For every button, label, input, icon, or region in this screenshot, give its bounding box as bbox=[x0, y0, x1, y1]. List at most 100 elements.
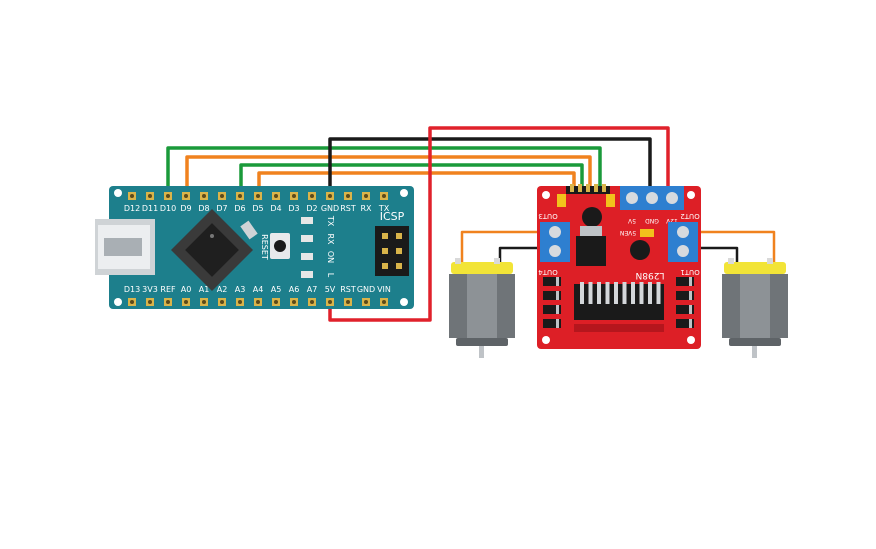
pin-hole bbox=[364, 194, 368, 198]
heatsink-fin bbox=[605, 282, 610, 304]
bottom-pin-label: 3V3 bbox=[142, 285, 158, 294]
pin-hole bbox=[130, 300, 134, 304]
status-leds bbox=[301, 217, 313, 278]
out1-label: OUT1 bbox=[680, 268, 699, 276]
pin-hole bbox=[166, 300, 170, 304]
mounting-hole bbox=[687, 336, 695, 344]
diode-band bbox=[556, 291, 559, 300]
bottom-pin-label: A6 bbox=[289, 285, 300, 294]
diode bbox=[543, 277, 561, 286]
pin-hole bbox=[202, 300, 206, 304]
wire-orange-d9-in bbox=[185, 155, 592, 196]
screw-terminal-icon bbox=[646, 192, 658, 204]
5v-enable-label: 5VEN bbox=[620, 229, 636, 236]
icsp-pin bbox=[382, 263, 388, 269]
heatsink-fin bbox=[656, 282, 661, 304]
l298n-chip bbox=[574, 282, 664, 320]
top-pin-label: D3 bbox=[288, 204, 299, 213]
screw-terminal-icon bbox=[626, 192, 638, 204]
led-tx bbox=[301, 217, 313, 224]
out2-label: OUT2 bbox=[680, 212, 699, 220]
pin-hole bbox=[220, 300, 224, 304]
pin-hole bbox=[274, 300, 278, 304]
pin-hole bbox=[184, 300, 188, 304]
ena-jumper[interactable] bbox=[557, 194, 566, 207]
top-pin-label: D2 bbox=[306, 204, 317, 213]
pin-hole bbox=[310, 300, 314, 304]
wire-green-d6-in bbox=[239, 163, 584, 196]
diode-band bbox=[556, 319, 559, 328]
icsp-pin bbox=[382, 233, 388, 239]
bottom-pin-label: 5V bbox=[325, 285, 336, 294]
bottom-pin-label: REF bbox=[160, 285, 176, 294]
out-terminal-left bbox=[540, 222, 570, 262]
pin-hole bbox=[292, 194, 296, 198]
icsp-label: ICSP bbox=[380, 210, 405, 223]
top-pin-label: D11 bbox=[142, 204, 158, 213]
pin-hole bbox=[238, 300, 242, 304]
capacitor bbox=[582, 207, 602, 227]
led-l bbox=[301, 271, 313, 278]
diode bbox=[676, 291, 694, 300]
wire-motor-right-black bbox=[695, 246, 739, 262]
top-pin-label: D5 bbox=[252, 204, 263, 213]
screw-terminal-icon bbox=[677, 226, 689, 238]
input-pin bbox=[586, 184, 590, 192]
wire-red-5v bbox=[328, 126, 670, 322]
enb-jumper[interactable] bbox=[606, 194, 615, 207]
voltage-regulator bbox=[576, 236, 606, 266]
diode bbox=[676, 305, 694, 314]
top-pin-label: TX bbox=[378, 204, 390, 213]
top-pin-label: RST bbox=[340, 204, 356, 213]
top-pin-label: D7 bbox=[216, 204, 227, 213]
wire-orange-d5-in bbox=[257, 171, 576, 196]
bottom-pin-label: GND bbox=[357, 285, 375, 294]
diode-band bbox=[689, 305, 692, 314]
mounting-hole bbox=[400, 298, 408, 306]
pin-hole bbox=[382, 194, 386, 198]
icsp-housing bbox=[375, 226, 409, 276]
heatsink-fin bbox=[614, 282, 618, 304]
pin-hole bbox=[166, 194, 170, 198]
wire-motor-left-orange bbox=[460, 230, 548, 262]
diode bbox=[543, 319, 561, 328]
wire-motor-right-orange bbox=[695, 230, 776, 262]
mounting-hole bbox=[400, 189, 408, 197]
bottom-pin-label: VIN bbox=[377, 285, 391, 294]
top-pin-label: D10 bbox=[160, 204, 176, 213]
pin-hole bbox=[346, 300, 350, 304]
diode bbox=[543, 305, 561, 314]
top-pin-label: RX bbox=[360, 204, 372, 213]
mounting-hole bbox=[542, 191, 550, 199]
out3-label: OUT3 bbox=[538, 212, 557, 220]
pin-hole bbox=[310, 194, 314, 198]
diode-band bbox=[689, 319, 692, 328]
top-pin-label: D12 bbox=[124, 204, 140, 213]
input-header bbox=[566, 184, 610, 194]
mounting-hole bbox=[114, 298, 122, 306]
led-label: RX bbox=[326, 233, 335, 245]
power-label: 5V bbox=[627, 217, 636, 224]
top-pin-label: D4 bbox=[270, 204, 281, 213]
diode bbox=[543, 291, 561, 300]
regulator-tab bbox=[580, 226, 602, 236]
icsp-header bbox=[375, 226, 409, 276]
icsp-pin bbox=[382, 248, 388, 254]
diode-band bbox=[556, 305, 559, 314]
heatsink-fin bbox=[622, 282, 627, 304]
motor-right bbox=[722, 258, 788, 358]
pin-hole bbox=[364, 300, 368, 304]
wire-green-d10-in bbox=[166, 146, 602, 196]
heatsink-fin bbox=[639, 282, 644, 304]
reset-button[interactable] bbox=[270, 233, 290, 259]
pin-hole bbox=[220, 194, 224, 198]
5v-enable-jumper[interactable] bbox=[640, 229, 654, 237]
led-label: L bbox=[326, 273, 335, 278]
diodes bbox=[543, 277, 694, 328]
wires bbox=[166, 126, 776, 322]
pin-hole bbox=[238, 194, 242, 198]
